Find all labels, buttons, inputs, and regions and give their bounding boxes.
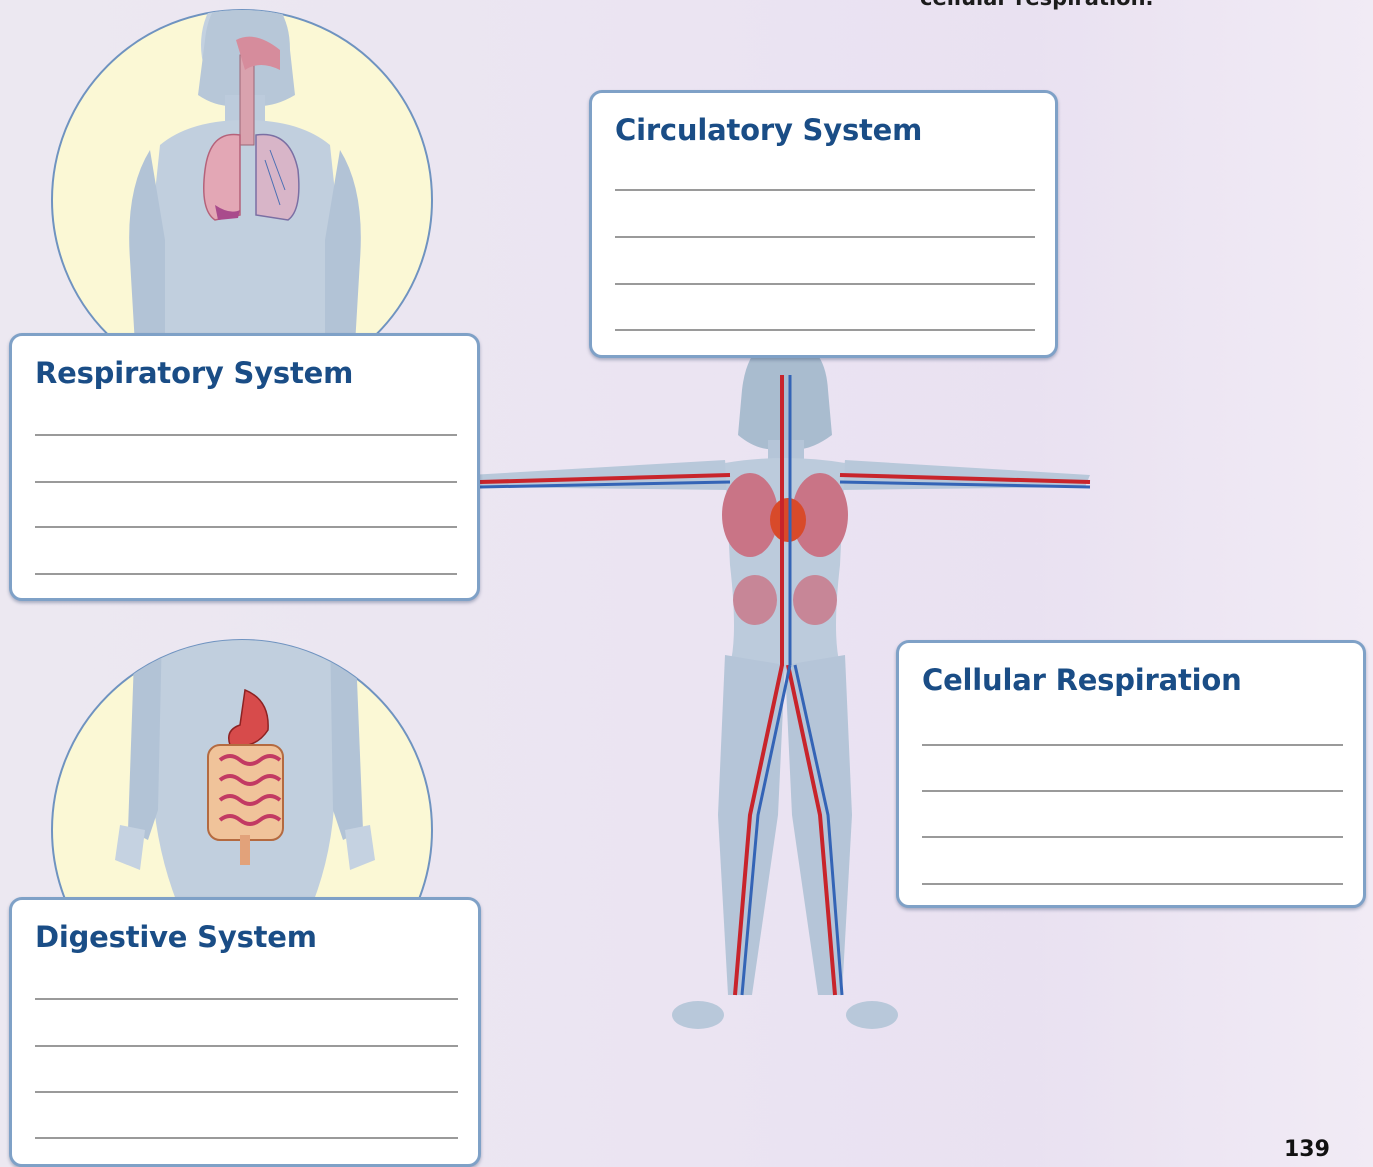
top-caption: cellular respiration. [920,0,1154,10]
box-title-respiratory: Respiratory System [35,356,353,390]
writing-line[interactable] [35,526,457,528]
box-title-cellular: Cellular Respiration [922,663,1242,697]
writing-line[interactable] [35,998,458,1000]
writing-line[interactable] [615,189,1035,191]
writing-line[interactable] [615,329,1035,331]
writing-line[interactable] [922,836,1343,838]
writing-line[interactable] [35,481,457,483]
writing-line[interactable] [615,236,1035,238]
box-title-circulatory: Circulatory System [615,113,922,147]
circulatory-system-box: Circulatory System [589,90,1058,358]
writing-line[interactable] [35,1137,458,1139]
respiratory-system-box: Respiratory System [9,333,480,601]
digestive-system-box: Digestive System [9,897,481,1167]
page-number: 139 [1284,1137,1330,1162]
writing-line[interactable] [922,883,1343,885]
cellular-respiration-box: Cellular Respiration [896,640,1366,908]
writing-line[interactable] [35,1045,458,1047]
writing-line[interactable] [922,744,1343,746]
writing-line[interactable] [922,790,1343,792]
digestive-figure-illustration [40,630,450,910]
writing-line[interactable] [35,573,457,575]
writing-line[interactable] [35,1091,458,1093]
writing-line[interactable] [35,434,457,436]
writing-line[interactable] [615,283,1035,285]
respiratory-figure-illustration [40,0,450,345]
box-title-digestive: Digestive System [35,920,317,954]
